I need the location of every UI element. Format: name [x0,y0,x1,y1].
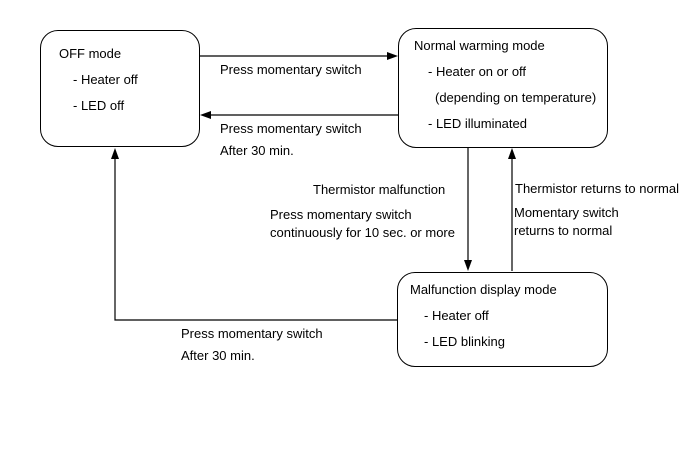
edge-label-off-to-normal: Press momentary switch [220,62,362,77]
arrow-line-malfunction-to-off [114,159,397,321]
node-title: Malfunction display mode [410,282,557,297]
node-item: - LED illuminated [428,116,527,131]
edge-label-normal-to-off: Press momentary switch [220,120,362,138]
arrowhead-up-icon [508,148,516,159]
node-item: (depending on temperature) [435,90,597,105]
node-item: - LED blinking [424,334,505,349]
node-item: - LED off [73,98,125,113]
edge-label-press-continuously: Press momentary switch continuously for … [270,206,455,242]
arrowhead-left-icon [200,111,211,119]
edge-label-malfunction-to-off-delay: After 30 min. [181,348,255,363]
edge-label-thermistor-returns: Thermistor returns to normal [515,181,679,196]
edge-label-momentary-returns: Momentary switch returns to normal [514,204,619,240]
arrowhead-up-icon [111,148,119,159]
edge-label-thermistor-malfunction: Thermistor malfunction [313,182,446,197]
edge-label-normal-to-off-delay: After 30 min. [220,142,294,160]
node-item: - Heater off [424,308,489,323]
node-off-mode: OFF mode - Heater off - LED off [40,30,200,147]
edge-label-line: Press momentary switch [220,121,362,136]
arrowhead-down-icon [464,260,472,271]
edge-label-line: returns to normal [514,223,613,238]
node-title: Normal warming mode [414,38,545,53]
arrowhead-right-icon [387,52,398,60]
node-item: - Heater on or off [428,64,527,79]
edge-label-line: continuously for 10 sec. or more [270,225,455,240]
edge-label-line: Momentary switch [514,205,619,220]
edge-label-line: Press momentary switch [270,207,412,222]
edge-label-malfunction-to-off: Press momentary switch [181,326,323,341]
node-title: OFF mode [59,46,122,61]
node-normal-warming-mode: Normal warming mode - Heater on or off (… [398,28,608,148]
edge-label-line: After 30 min. [220,143,294,158]
node-malfunction-display-mode: Malfunction display mode - Heater off - … [397,272,608,367]
node-item: - Heater off [73,72,138,87]
